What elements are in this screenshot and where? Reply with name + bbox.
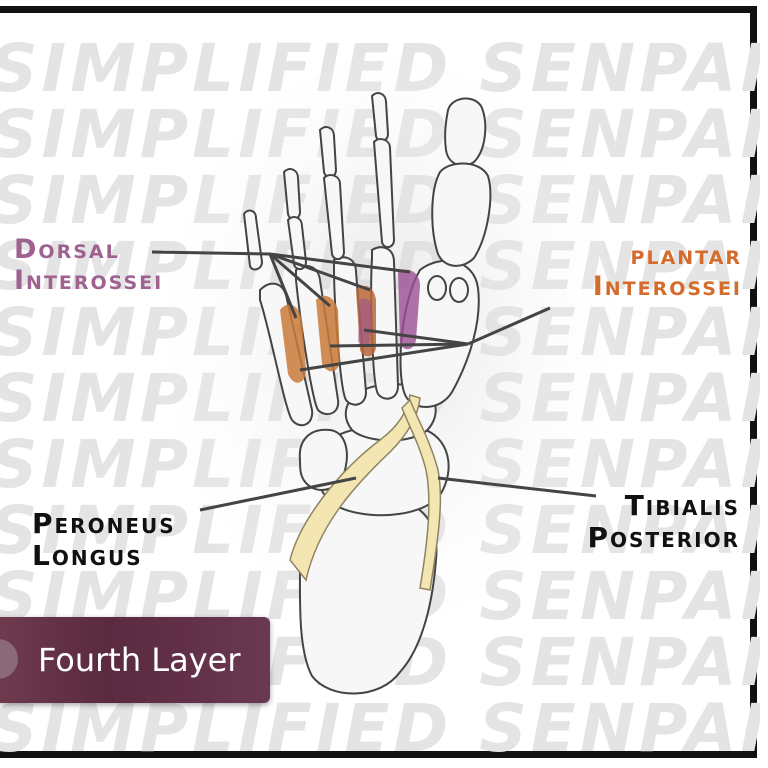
peroneus-leader-line <box>199 476 357 512</box>
layer-badge: Fourth Layer <box>0 617 270 703</box>
phalanx-toe-3-proximal <box>322 174 346 260</box>
dorsal-leader-line <box>269 252 411 274</box>
plantar-interosseus-muscle <box>316 295 340 372</box>
phalanx-toe-4-proximal <box>286 216 308 270</box>
dorsal-interossei-label: Dorsal Interossei <box>14 234 163 296</box>
cuboid-bone <box>298 428 348 491</box>
plantar-interosseus-muscle <box>280 304 306 383</box>
sesamoid-bone <box>427 275 447 301</box>
tibialis-leader-line <box>437 476 597 498</box>
plantar-interossei-label: plantar Interossei <box>556 240 742 302</box>
label-line: Tibialis <box>624 489 740 522</box>
label-line: Dorsal <box>14 234 120 265</box>
badge-circle-icon <box>0 639 18 679</box>
label-line: Peroneus <box>32 507 176 540</box>
tibialis-posterior-label: Tibialis Posterior <box>564 489 740 555</box>
dorsal-interosseus-muscle <box>398 269 420 350</box>
peroneus-longus-label: Peroneus Longus <box>32 507 176 573</box>
frame-border <box>0 6 757 758</box>
phalanx-toe-2-proximal <box>372 138 396 248</box>
sesamoid-bone <box>449 277 469 303</box>
plantar-leader-line <box>363 328 469 346</box>
plantar-leader-line <box>467 306 551 346</box>
label-line: Interossei <box>14 265 164 297</box>
dorsal-leader-line <box>269 252 331 308</box>
dorsal-interosseus-muscle <box>358 298 372 346</box>
phalanx-hallux-distal <box>444 97 487 167</box>
interossei-muscles <box>280 269 420 383</box>
plantar-leader-line <box>329 342 469 348</box>
leader-lines <box>151 250 597 512</box>
phalanx-hallux-proximal <box>431 162 492 267</box>
plantar-leader-line <box>299 342 469 372</box>
label-line: Interossei <box>592 271 742 303</box>
layer-badge-text: Fourth Layer <box>38 641 241 679</box>
tibialis-posterior-tendon <box>401 398 442 591</box>
foot-bones <box>242 92 492 695</box>
label-line: Longus <box>32 539 143 573</box>
dorsal-leader-line <box>151 250 271 256</box>
dorsal-leader-line <box>269 252 371 292</box>
label-line: Posterior <box>587 521 740 555</box>
label-line: plantar <box>630 240 742 271</box>
dorsal-leader-line <box>268 253 298 319</box>
